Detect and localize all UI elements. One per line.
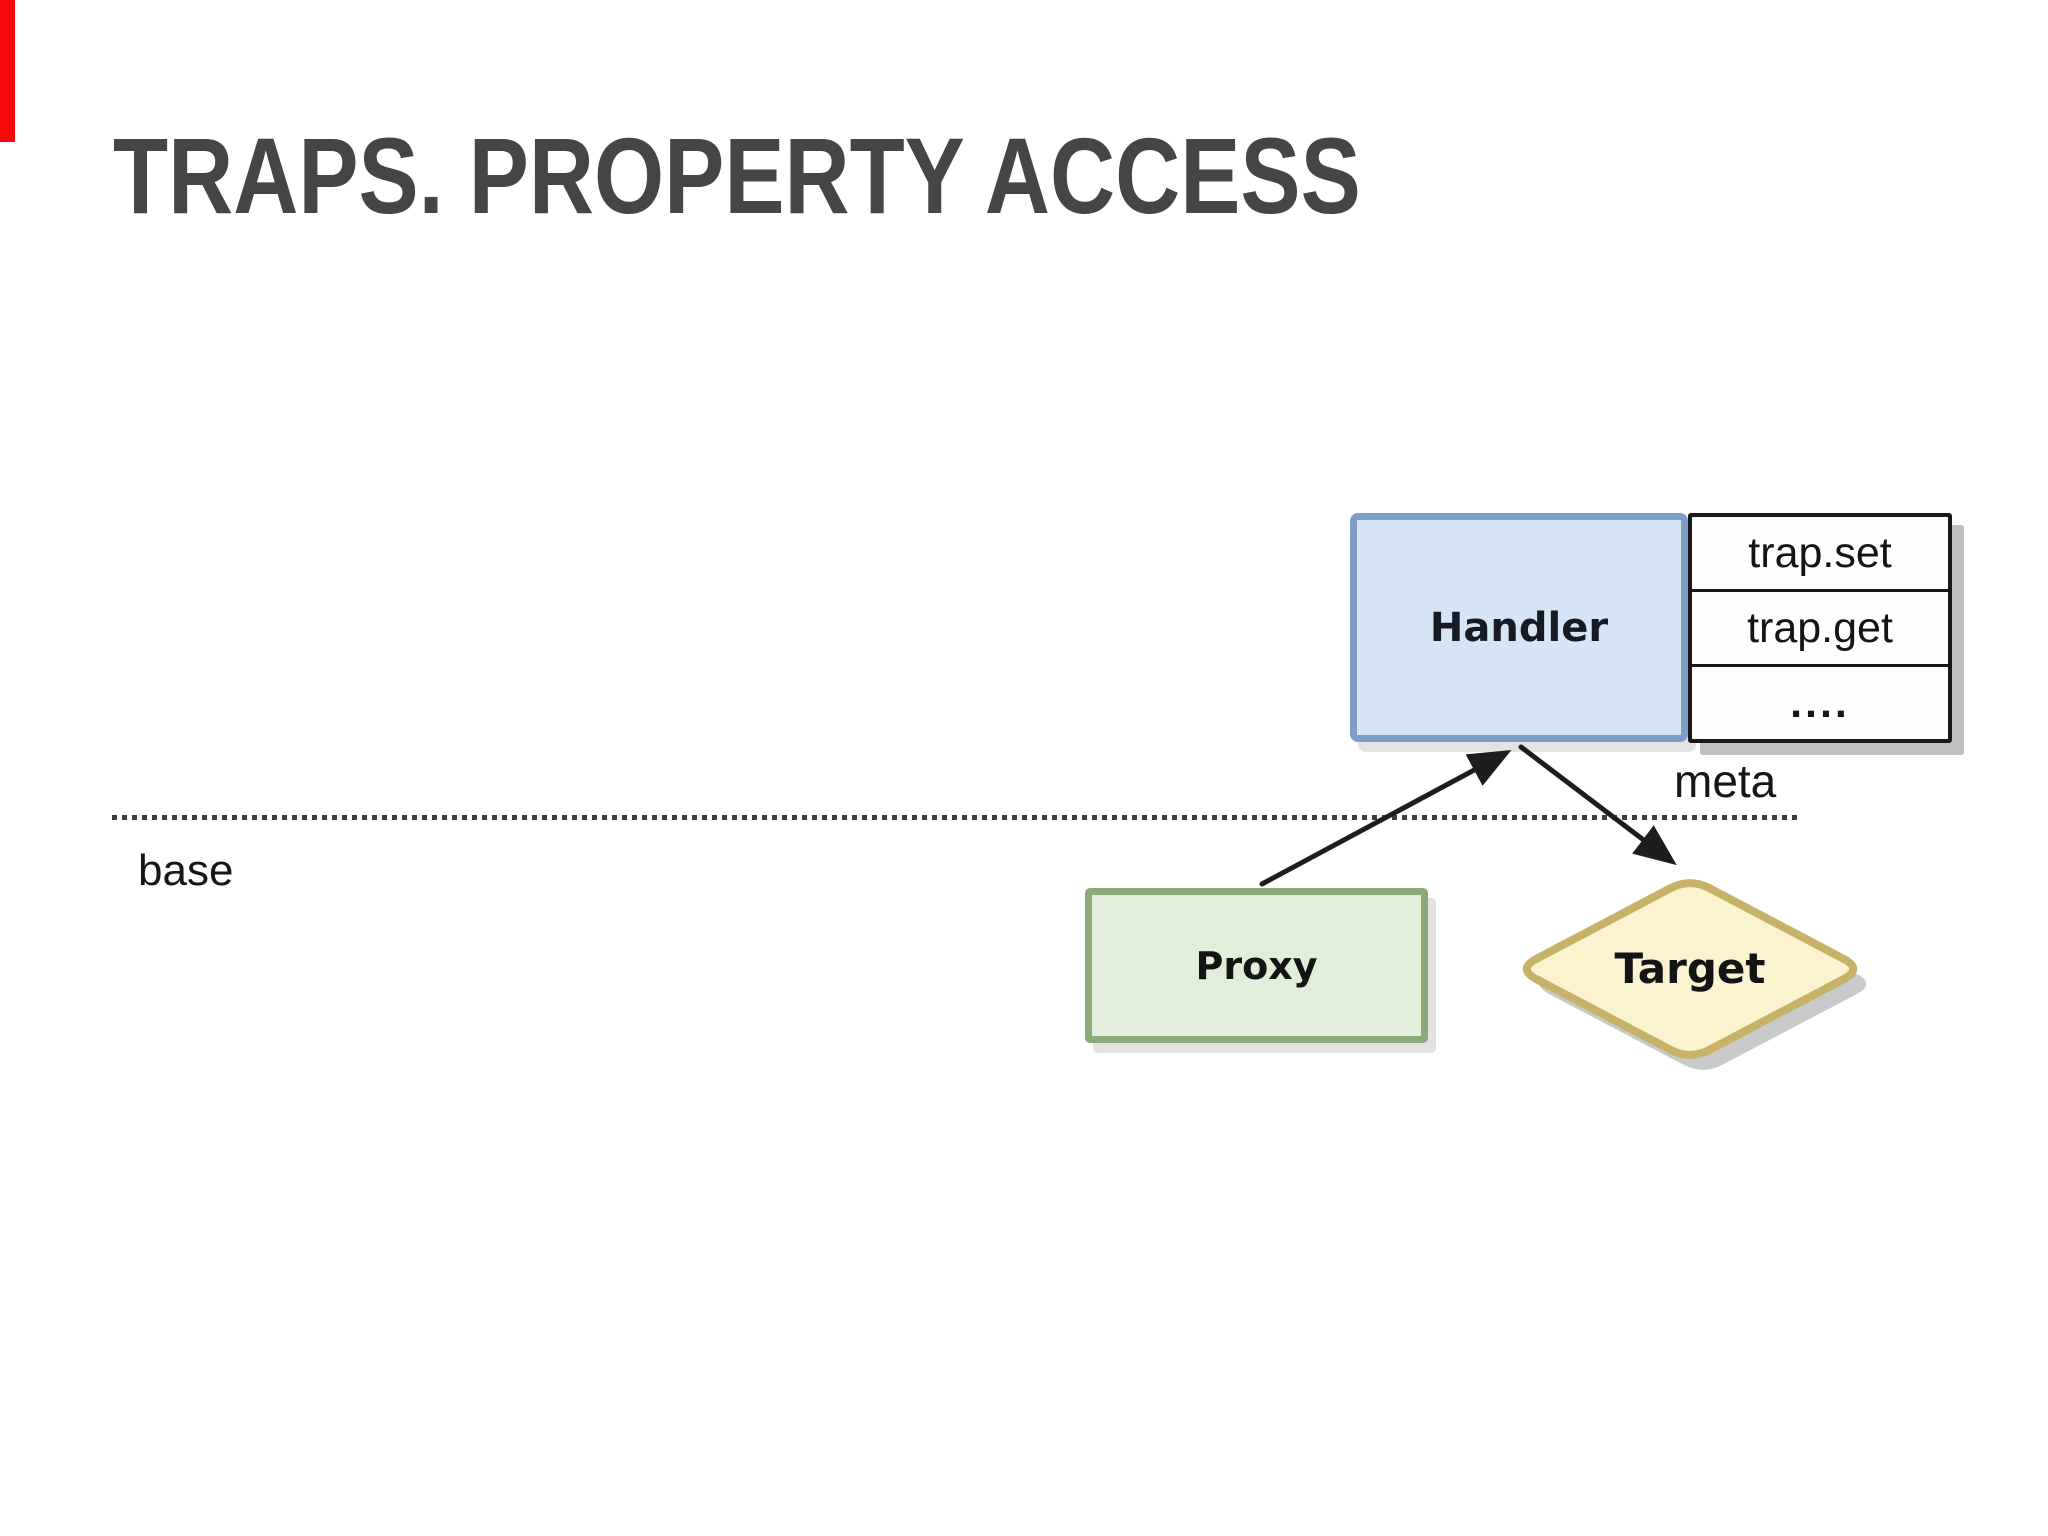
proxy-box: Proxy: [1085, 888, 1428, 1043]
trap-row-ellipsis: ....: [1790, 678, 1850, 727]
base-divider-line: [112, 815, 1798, 820]
arrow-handler-to-target: [1518, 744, 1677, 866]
target-diamond: [1522, 879, 1858, 1059]
handler-box: Handler: [1350, 513, 1688, 742]
base-label: base: [138, 846, 234, 895]
proxy-label: Proxy: [1195, 943, 1318, 988]
handler-label: Handler: [1429, 604, 1609, 651]
trap-row-set: trap.set: [1692, 517, 1948, 592]
arrow-proxy-to-handler: [1259, 749, 1512, 887]
trap-row-get: trap.get: [1692, 592, 1948, 667]
target-label: Target: [1614, 944, 1766, 993]
video-progress-marker: [0, 0, 15, 142]
traps-table: trap.set trap.get ....: [1688, 513, 1952, 743]
page-title: TRAPS. PROPERTY ACCESS: [113, 115, 1361, 236]
meta-label: meta: [1674, 755, 1777, 807]
